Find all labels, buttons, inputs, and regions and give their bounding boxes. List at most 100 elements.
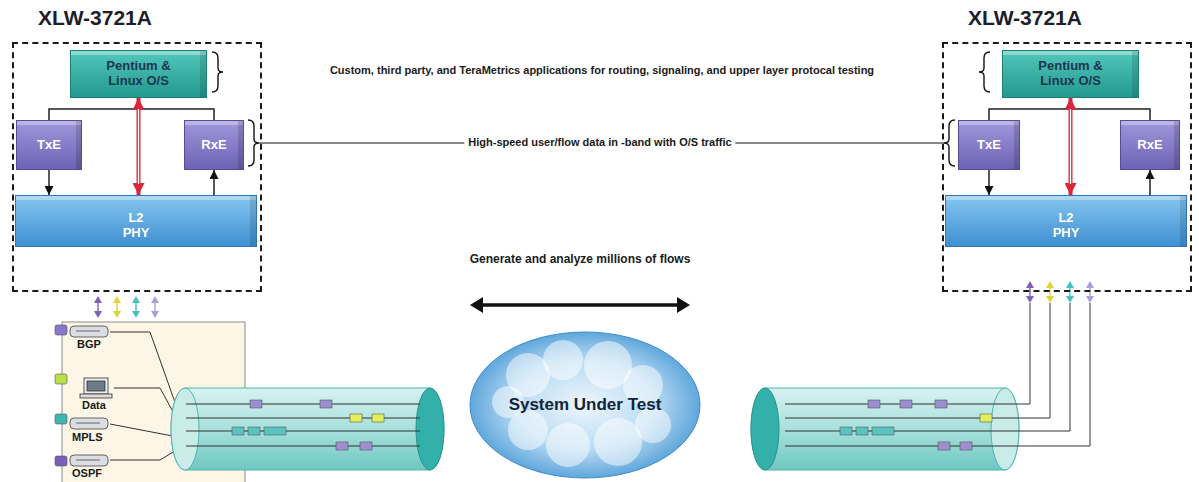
- port-square: [55, 414, 67, 424]
- wire: [1004, 303, 1070, 431]
- brace: [212, 52, 990, 166]
- port-arrow: [113, 296, 121, 303]
- data-connector: [139, 98, 215, 120]
- tube: [751, 388, 1019, 470]
- port-arrow: [1026, 281, 1034, 288]
- port-arrow: [1066, 281, 1074, 288]
- protocol-name: MPLS: [72, 431, 103, 444]
- port-arrow: [1026, 281, 1094, 303]
- brace: [212, 52, 223, 92]
- port-arrow: [1066, 296, 1074, 303]
- tube: [186, 431, 420, 432]
- brace: [979, 52, 990, 92]
- data-connector: [48, 170, 50, 195]
- tube: [751, 388, 779, 470]
- control-arrow-core: [1070, 109, 1071, 184]
- node-text: L2 PHY: [1051, 211, 1081, 241]
- tube: [935, 400, 947, 408]
- computer-icon: [84, 378, 108, 394]
- port-arrow: [1026, 296, 1034, 303]
- node-text: RxE: [1137, 138, 1162, 153]
- phy-box: L2 PHY: [15, 195, 257, 247]
- computer-icon: [80, 378, 112, 398]
- engine-box: RxE: [184, 120, 244, 170]
- router-icon: [76, 460, 100, 461]
- node-text: RxE: [201, 138, 226, 153]
- node-text: System Under Test: [509, 395, 662, 415]
- double-arrow: [478, 303, 682, 307]
- tube: [186, 404, 420, 446]
- port-arrow: [94, 311, 102, 318]
- double-arrow: [470, 297, 690, 313]
- engine-box: TxE: [958, 120, 1020, 170]
- cloud-puff: [543, 340, 583, 380]
- node-text: TxE: [37, 138, 61, 153]
- tube: [840, 400, 992, 450]
- node-text: TxE: [977, 138, 1001, 153]
- router-icon: [76, 423, 100, 424]
- cpu-box: Pentium & Linux O/S: [1002, 50, 1139, 98]
- tube: [350, 414, 362, 422]
- node-text: Pentium & Linux O/S: [1021, 59, 1121, 89]
- wire: [1004, 303, 1090, 446]
- data-connector: [49, 98, 139, 120]
- tube: [785, 404, 1004, 446]
- tube: [856, 427, 868, 435]
- port-square: [55, 325, 67, 335]
- port-square: [55, 456, 67, 466]
- tube: [186, 418, 420, 419]
- wire: [1004, 303, 1030, 404]
- port-arrow: [1046, 296, 1054, 303]
- tube: [232, 400, 384, 450]
- router-icon: [70, 326, 108, 337]
- device-frame: XLW-3721APentium & Linux O/STxERxEL2 PHY: [942, 42, 1192, 292]
- tube: [186, 404, 420, 405]
- engine-box: RxE: [1120, 120, 1180, 170]
- port-arrow: [1086, 281, 1094, 288]
- protocol-name: Data: [82, 399, 106, 412]
- data-connector: [1071, 98, 1151, 120]
- tube: [232, 427, 244, 435]
- tube: [360, 442, 372, 450]
- tube: [938, 442, 950, 450]
- tube: [171, 388, 444, 470]
- tube: [250, 400, 262, 408]
- tube: [171, 388, 199, 470]
- double-arrow: [677, 297, 690, 313]
- cloud-shape: [470, 332, 700, 478]
- data-connector: [988, 170, 990, 195]
- router-icon: [70, 418, 108, 429]
- router-icon: [76, 331, 100, 332]
- port-arrow: [151, 296, 159, 303]
- cloud-puff: [594, 418, 642, 466]
- tube: [785, 404, 1004, 405]
- tube: [372, 414, 384, 422]
- cloud-shape: System Under Test: [468, 330, 702, 480]
- frame-heading: XLW-3721A: [968, 6, 1082, 30]
- tube: [980, 414, 992, 422]
- tube: [751, 388, 1019, 470]
- port-arrow: [132, 311, 140, 318]
- port-arrow: [151, 311, 159, 318]
- tube: [868, 400, 880, 408]
- control-arrow: [137, 98, 141, 195]
- brace-note: Custom, third party, and TeraMetrics app…: [330, 64, 874, 77]
- brace: [944, 120, 955, 166]
- leader-note: High-speed user/flow data in -band with …: [464, 136, 735, 149]
- port-arrow: [113, 311, 121, 318]
- tube: [840, 427, 852, 435]
- tube: [416, 388, 444, 470]
- brace: [248, 120, 259, 166]
- control-arrow: [1069, 98, 1073, 195]
- computer-icon: [80, 394, 112, 398]
- tube: [171, 388, 444, 470]
- tube: [264, 427, 286, 435]
- flow-note: Generate and analyze millions of flows: [470, 252, 691, 266]
- wire: [1004, 303, 1050, 418]
- tube: [248, 427, 260, 435]
- cpu-box: Pentium & Linux O/S: [70, 50, 207, 98]
- computer-icon: [87, 381, 105, 391]
- tube: [186, 446, 420, 447]
- device-frame: XLW-3721APentium & Linux O/STxERxEL2 PHY: [12, 42, 262, 292]
